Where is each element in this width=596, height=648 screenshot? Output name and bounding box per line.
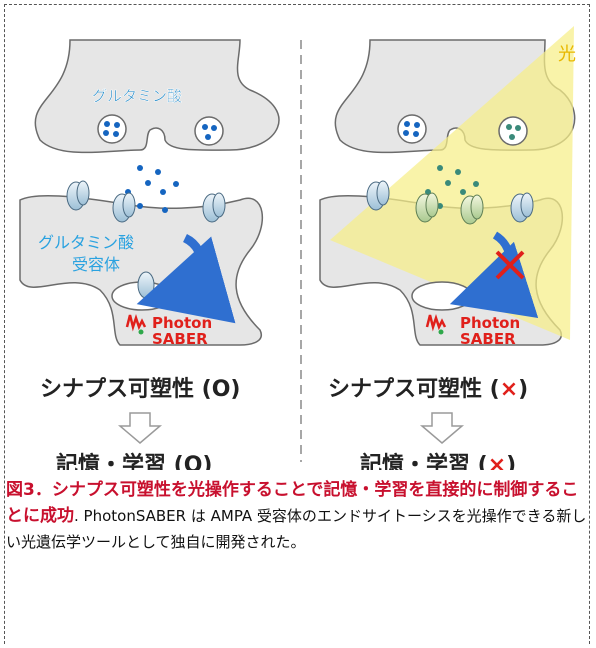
caption-body: . PhotonSABER は AMPA 受容体のエンドサイトーシスを光操作でき… (6, 507, 587, 551)
vesicle-2 (194, 116, 224, 146)
receptors-surface-right (366, 180, 534, 225)
left-memory-label: 記憶・学習 (O) (56, 452, 212, 470)
photon-saber-logo: Photon SABER (125, 314, 212, 348)
receptors-surface (66, 180, 226, 223)
svg-text:Photon: Photon (460, 314, 520, 332)
left-down-arrow (117, 412, 163, 444)
internalized-receptor (137, 271, 155, 299)
glutamate-label: グルタミン酸 (92, 87, 182, 105)
vesicle-right-2 (498, 116, 528, 146)
right-panel: 光 (319, 26, 576, 470)
figure-caption: 図3．シナプス可塑性を光操作することで記憶・学習を直接的に制御することに成功. … (6, 478, 588, 556)
right-memory-label: 記憶・学習 (×) (360, 452, 516, 470)
light-label: 光 (558, 44, 576, 65)
receptor-label-line1: グルタミン酸 (38, 233, 134, 252)
photon-saber-logo-right: Photon SABER (425, 314, 520, 348)
vesicle-1 (97, 114, 127, 144)
right-down-arrow (419, 412, 465, 444)
block-x-icon (495, 250, 525, 280)
receptor-label-line2: 受容体 (72, 255, 120, 274)
left-panel: グルタミン酸 グルタミン酸 受容体 Photon SABER シナプス可塑性 (… (19, 39, 280, 470)
svg-text:SABER: SABER (152, 330, 208, 348)
left-plasticity-label: シナプス可塑性 (O) (40, 377, 240, 402)
endosome-right (411, 281, 473, 311)
glutamate-dots-right (425, 165, 479, 213)
vesicle-right-1 (397, 114, 427, 144)
svg-text:Photon: Photon (152, 314, 212, 332)
synapse-figure: グルタミン酸 グルタミン酸 受容体 Photon SABER シナプス可塑性 (… (19, 26, 576, 470)
figure-frame (4, 4, 590, 644)
endocytosis-arrow (136, 233, 236, 324)
right-plasticity-label: シナプス可塑性 (×) (328, 377, 528, 402)
svg-text:SABER: SABER (460, 330, 516, 348)
caption-title: 図3．シナプス可塑性を光操作することで記憶・学習を直接的に制御することに成功 (6, 480, 579, 526)
